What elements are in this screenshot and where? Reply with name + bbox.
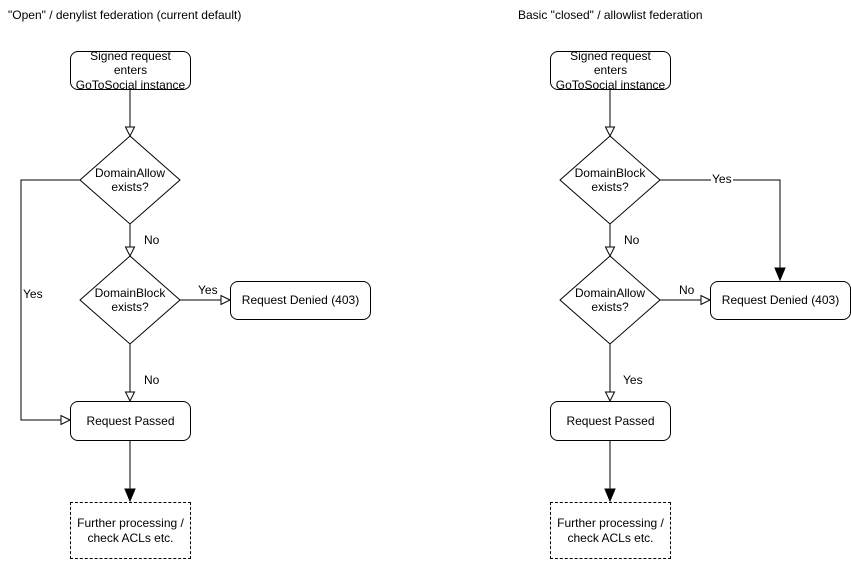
left-decision2-diamond [79,255,181,345]
right-decision1-label: DomainBlock exists? [574,165,646,194]
left-start-node: Signed request enters GoToSocial instanc… [70,49,191,92]
edge-left-block-yes-to-denied [180,294,232,306]
edge-left-allow-no-to-block [124,224,136,258]
edge-right-allow-no-to-denied [660,294,712,306]
left-decision2-label: DomainBlock exists? [94,285,166,314]
left-denied-node: Request Denied (403) [230,281,371,320]
right-further-node: Further processing / check ACLs etc. [550,502,671,559]
right-start-node: Signed request enters GoToSocial instanc… [550,49,671,92]
edge-right-block-no-to-allow [604,224,616,258]
edge-right-block-yes-to-denied [660,179,786,282]
edge-right-start-to-block [604,89,616,138]
left-decision1-diamond [79,135,181,225]
right-decision1-diamond [559,135,661,225]
left-chart-title: "Open" / denylist federation (current de… [8,8,242,22]
left-further-node: Further processing / check ACLs etc. [70,502,191,559]
left-decision1-no-label: No [143,233,161,247]
edge-left-allow-yes-to-passed [20,179,80,426]
right-decision2-yes-label: Yes [622,373,644,387]
left-decision1-label: DomainAllow exists? [94,165,166,194]
right-decision1-yes-label: Yes [711,172,733,186]
right-decision2-diamond [559,255,661,345]
left-decision2-yes-label: Yes [197,283,219,297]
right-decision1-no-label: No [623,233,641,247]
right-decision2-no-label: No [678,283,696,297]
right-denied-node: Request Denied (403) [710,281,851,320]
edge-left-passed-to-further [124,440,136,503]
left-decision2-no-label: No [143,373,161,387]
edge-right-passed-to-further [604,440,616,503]
right-decision2-label: DomainAllow exists? [574,285,646,314]
left-decision1-yes-label: Yes [22,287,44,301]
edge-left-start-to-allow [124,89,136,138]
edge-right-allow-yes-to-passed [604,344,616,403]
right-chart-title: Basic "closed" / allowlist federation [518,8,703,22]
left-passed-node: Request Passed [70,401,191,441]
edge-left-block-no-to-passed [124,344,136,403]
right-passed-node: Request Passed [550,401,671,441]
